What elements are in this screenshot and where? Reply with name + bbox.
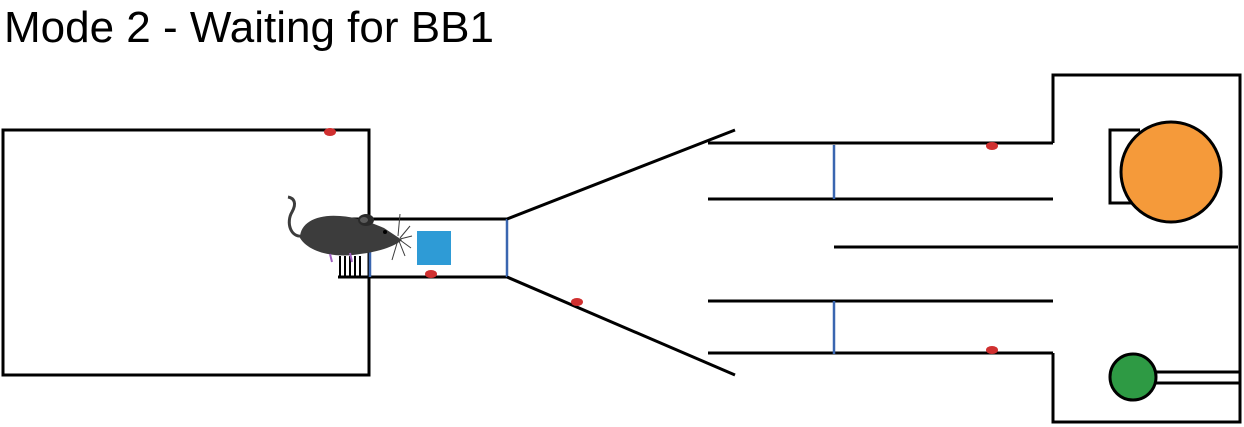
green-port: [1108, 352, 1158, 402]
sensor-dot-start-box: [324, 128, 336, 136]
blue-block: [417, 231, 451, 265]
orange-reward: [1119, 120, 1223, 224]
sensor-dot-upper-arm: [986, 142, 998, 150]
sensor-dot-funnel: [571, 298, 583, 306]
start-box: [1, 128, 371, 377]
gate-bars: [339, 256, 361, 276]
funnel-top-wall: [506, 128, 736, 221]
right-chamber-outline: [1051, 73, 1242, 424]
funnel-bottom-wall: [506, 275, 736, 377]
reward-holder: [1108, 128, 1140, 205]
mode-title: Mode 2 - Waiting for BB1: [4, 3, 494, 52]
mouse-icon: [287, 195, 413, 263]
sensor-dot-lower-arm: [986, 346, 998, 354]
sensor-dot-corridor: [425, 270, 437, 278]
